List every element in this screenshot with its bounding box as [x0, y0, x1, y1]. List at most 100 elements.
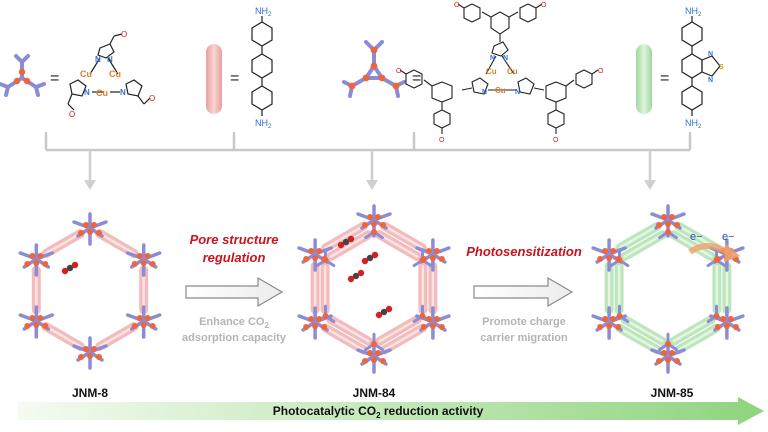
o-label-5: O	[541, 2, 547, 9]
extended-node-icon	[342, 40, 406, 98]
framework-jnm85	[591, 204, 745, 374]
n-label-2: N	[107, 55, 113, 64]
co2-molecule	[375, 305, 393, 319]
jnm84-node	[412, 304, 451, 340]
cu-label-1: Cu	[80, 69, 92, 79]
n-label-5: N	[490, 55, 495, 62]
n-label-4: N	[120, 88, 126, 97]
o-label-1: O	[121, 30, 127, 39]
jnm8-hexagon-lattice	[18, 212, 162, 370]
green-linker-icon	[636, 44, 652, 114]
co2-molecule	[347, 269, 365, 283]
step1-title-line1: Pore structure	[190, 232, 279, 247]
equals-sign-2: =	[230, 70, 239, 87]
n-label-7: N	[482, 89, 487, 96]
btd-n-label-1: N	[708, 51, 713, 58]
equals-sign-4: =	[660, 70, 669, 87]
jnm85-linker-highlight	[623, 318, 664, 343]
jnm8-node	[72, 336, 108, 370]
jnm84-node	[356, 204, 392, 240]
jnm8-node	[18, 305, 55, 339]
jnm85-node	[650, 332, 686, 374]
trinuclear-node-icon	[0, 54, 46, 97]
jnm8-linker-highlight	[44, 325, 82, 348]
equals-sign-1: =	[50, 70, 59, 87]
o-label-4: O	[454, 2, 460, 9]
n-label-1: N	[95, 55, 101, 64]
o-label-9: O	[553, 137, 559, 144]
down-arrow-jnm8	[84, 150, 96, 190]
jnm85-linker-highlight	[618, 326, 659, 352]
nh2-label-top-2: NH2	[685, 6, 702, 18]
jnm84-linker-highlight	[378, 233, 419, 258]
o-label-7: O	[598, 68, 604, 75]
pink-linker-icon	[206, 44, 222, 114]
nh2-label-bottom-1: NH2	[255, 118, 272, 130]
jnm85-linker-highlight	[672, 318, 713, 343]
cu-label-5: Cu	[507, 67, 518, 76]
step2-desc-line1: Promote charge	[482, 316, 566, 328]
arrow-step1	[185, 276, 284, 308]
n-label-3: N	[84, 88, 90, 97]
arrow-step2	[473, 276, 574, 308]
jnm84-linker-highlight	[329, 233, 370, 258]
nh2-label-bottom-2: NH2	[685, 118, 702, 130]
cu-label-3: Cu	[96, 88, 108, 98]
label-jnm84: JNM-84	[353, 386, 396, 400]
o-label-6: O	[396, 68, 402, 75]
extended-cu3-structure	[399, 3, 599, 134]
framework-jnm84	[297, 204, 451, 374]
jnm85-node	[591, 238, 630, 272]
activity-label: Photocatalytic CO2 reduction activity	[273, 404, 484, 420]
jnm84-hexagon-lattice	[297, 204, 451, 374]
jnm84-linker-highlight	[383, 326, 424, 352]
electron-label-2: e−	[722, 231, 735, 243]
co2-molecule	[361, 251, 379, 265]
equals-sign-3: =	[412, 70, 421, 87]
jnm85-node	[706, 304, 745, 340]
jnm85-linker-highlight	[618, 224, 659, 250]
cu3-pyrazolate-structure	[67, 33, 151, 111]
step2-desc-line2: carrier migration	[480, 332, 568, 344]
jnm85-linker-highlight	[677, 326, 718, 352]
terphenyl-diamine-structure	[251, 16, 273, 116]
btd-n-label-2: N	[708, 77, 713, 84]
jnm84-node	[297, 304, 336, 340]
jnm84-node	[356, 332, 392, 374]
btd-diamine-structure	[681, 16, 721, 116]
jnm85-linker-highlight	[672, 233, 713, 258]
n-label-8: N	[515, 89, 520, 96]
jnm8-node	[125, 305, 162, 339]
label-jnm85: JNM-85	[651, 386, 694, 400]
legend-bracket	[44, 132, 692, 152]
step1-title-line2: regulation	[203, 250, 266, 265]
jnm8-node	[72, 212, 108, 246]
cu-label-4: Cu	[486, 67, 497, 76]
jnm8-node	[18, 243, 55, 277]
co2-molecule	[61, 261, 79, 275]
jnm84-node	[297, 238, 336, 272]
jnm84-linker-highlight	[324, 224, 365, 250]
jnm84-linker-highlight	[378, 318, 419, 343]
step1-desc-line1: Enhance CO2	[199, 316, 269, 330]
jnm84-linker-highlight	[383, 224, 424, 250]
o-label-3: O	[149, 94, 155, 103]
o-label-2: O	[69, 110, 75, 119]
o-label-8: O	[439, 137, 445, 144]
jnm8-node	[125, 243, 162, 277]
jnm8-linker-highlight	[44, 232, 82, 255]
jnm8-linker-highlight	[98, 325, 136, 348]
down-arrow-jnm84	[366, 150, 378, 190]
jnm85-hexagon-lattice	[591, 204, 745, 374]
framework-jnm8	[18, 212, 162, 370]
nh2-label-top-1: NH2	[255, 6, 272, 18]
jnm85-linker-highlight	[623, 233, 664, 258]
co2-molecules	[61, 235, 393, 319]
step1-desc-line2: adsorption capacity	[182, 332, 287, 344]
cu-label-2: Cu	[109, 69, 121, 79]
jnm84-linker-highlight	[324, 326, 365, 352]
jnm85-node	[650, 204, 686, 240]
jnm84-node	[412, 238, 451, 272]
btd-s-label: S	[719, 64, 724, 71]
